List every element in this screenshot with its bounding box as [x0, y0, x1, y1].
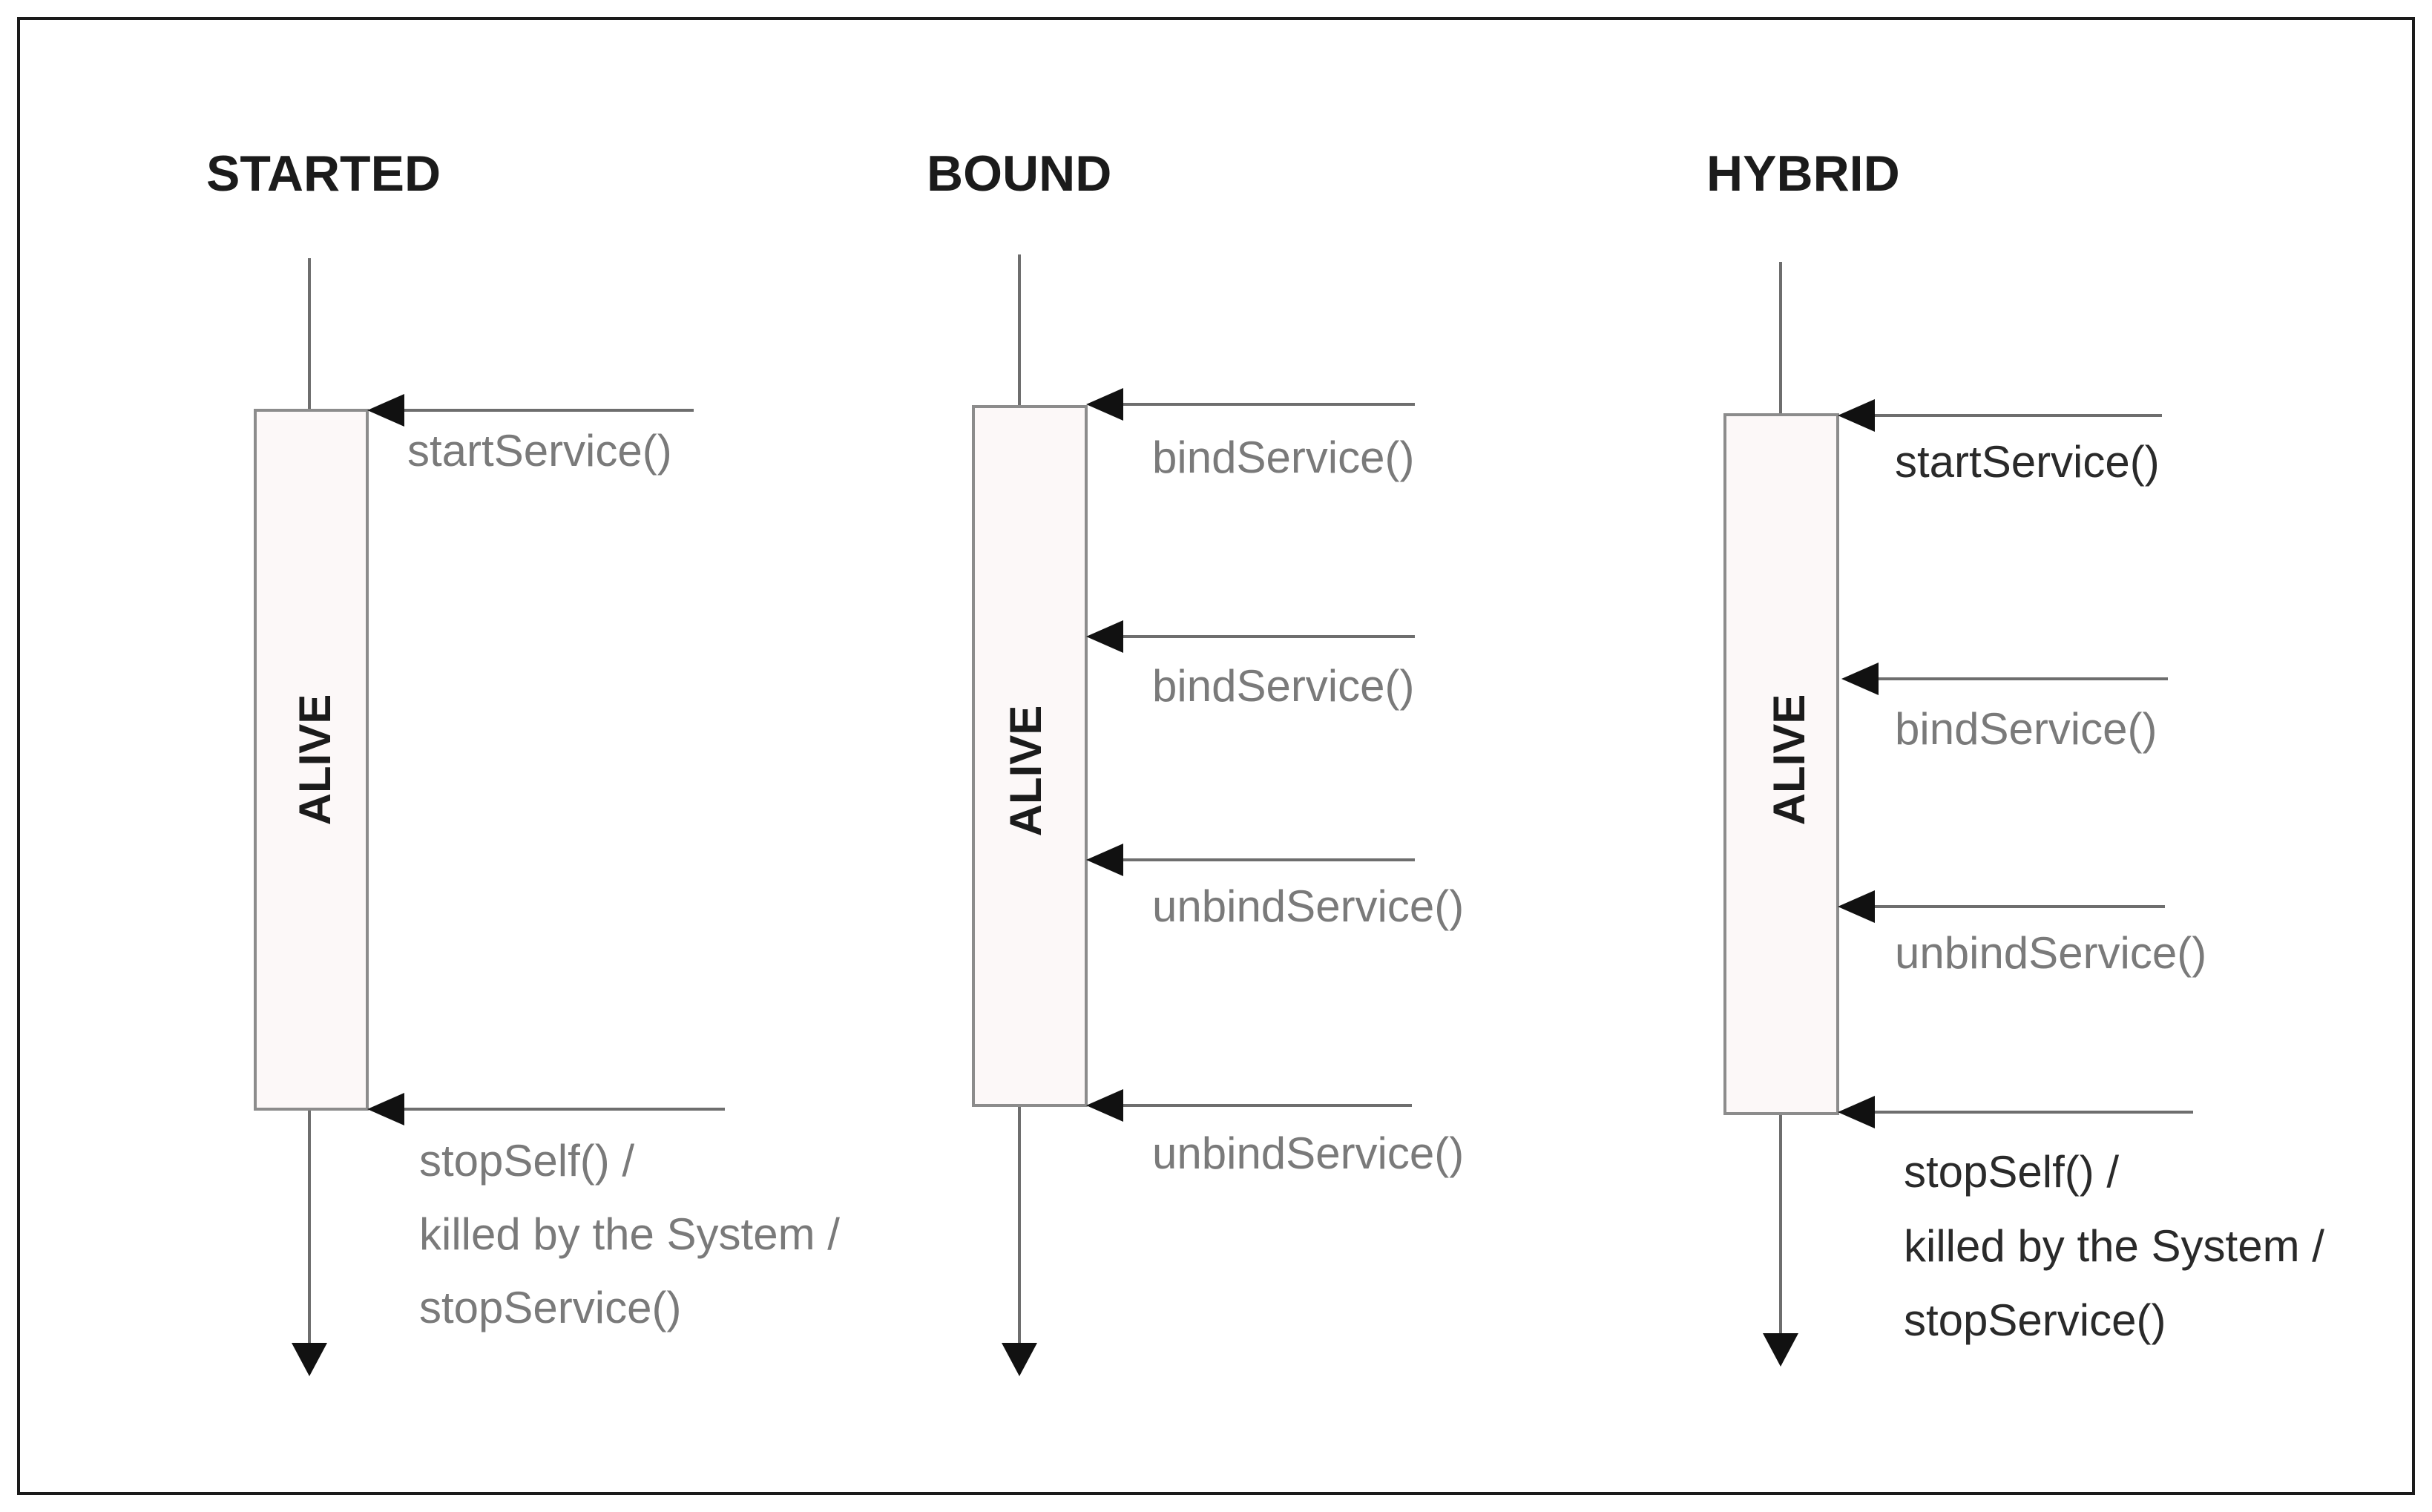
- event-label: stopService(): [419, 1283, 681, 1332]
- event-arrow: [1838, 399, 2162, 432]
- event-arrow: [1086, 1089, 1412, 1122]
- event-arrow: [367, 1093, 725, 1125]
- event-label: killed by the System /: [419, 1209, 840, 1259]
- event-label: killed by the System /: [1904, 1221, 2324, 1271]
- event-arrow: [1086, 844, 1415, 876]
- column-title: HYBRID: [1706, 145, 1900, 202]
- event-label: unbindService(): [1152, 1128, 1464, 1178]
- arrow-head-icon: [1086, 844, 1123, 876]
- column-title: STARTED: [206, 145, 441, 202]
- arrow-head-icon: [1838, 1096, 1875, 1128]
- alive-label: ALIVE: [1001, 706, 1051, 837]
- arrow-head-icon: [1838, 399, 1875, 432]
- event-label: bindService(): [1152, 433, 1414, 482]
- lifeline-end-arrow-icon: [292, 1343, 327, 1376]
- alive-bar: [254, 409, 369, 1111]
- column-title: BOUND: [927, 145, 1111, 202]
- event-label: startService(): [1895, 437, 2160, 487]
- arrow-head-icon: [1841, 663, 1879, 695]
- column-bound: BOUND ALIVE bindService() bindService() …: [927, 145, 1464, 1376]
- event-label: stopService(): [1904, 1295, 2166, 1345]
- arrow-head-icon: [367, 394, 404, 427]
- event-arrow: [1838, 1096, 2193, 1128]
- event-arrow: [367, 394, 694, 427]
- event-label: unbindService(): [1895, 928, 2206, 978]
- arrow-head-icon: [1086, 388, 1123, 421]
- column-hybrid: HYBRID ALIVE startService() bindService(…: [1706, 145, 2324, 1367]
- arrow-head-icon: [367, 1093, 404, 1125]
- event-arrow: [1841, 663, 2168, 695]
- arrow-head-icon: [1086, 620, 1123, 653]
- event-label: bindService(): [1895, 704, 2157, 754]
- event-arrow: [1086, 388, 1415, 421]
- event-label: bindService(): [1152, 661, 1414, 711]
- alive-label: ALIVE: [1764, 694, 1814, 826]
- column-started: STARTED ALIVE startService() stopSelf() …: [206, 145, 840, 1376]
- alive-label: ALIVE: [290, 694, 340, 826]
- event-arrow: [1838, 890, 2165, 923]
- alive-bar: [972, 405, 1088, 1107]
- diagram-frame: [17, 17, 2415, 1495]
- event-label: startService(): [407, 426, 672, 476]
- event-label: stopSelf() /: [419, 1136, 634, 1186]
- event-arrow: [1086, 620, 1415, 653]
- event-label: stopSelf() /: [1904, 1147, 2119, 1197]
- lifeline-end-arrow-icon: [1002, 1343, 1037, 1376]
- lifeline-end-arrow-icon: [1763, 1333, 1798, 1367]
- arrow-head-icon: [1086, 1089, 1123, 1122]
- event-label: unbindService(): [1152, 881, 1464, 931]
- arrow-head-icon: [1838, 890, 1875, 923]
- alive-bar: [1723, 413, 1839, 1115]
